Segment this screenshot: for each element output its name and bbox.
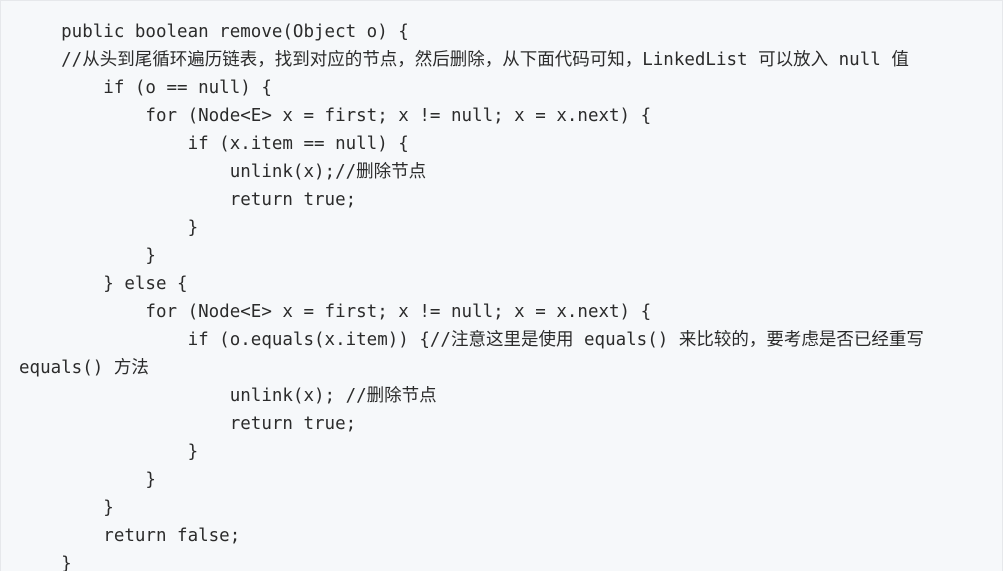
code-line: }	[19, 442, 199, 462]
code-line: if (x.item == null) {	[19, 134, 409, 154]
code-line: equals() 方法	[19, 358, 149, 378]
code-line: return false;	[19, 526, 241, 546]
code-line: //从头到尾循环遍历链表，找到对应的节点，然后删除，从下面代码可知，Linked…	[19, 50, 909, 70]
code-line: return true;	[19, 414, 357, 434]
code-line: } else {	[19, 274, 188, 294]
code-line: if (o.equals(x.item)) {//注意这里是使用 equals(…	[19, 330, 924, 350]
code-line: unlink(x);//删除节点	[19, 162, 427, 182]
code-line: }	[19, 554, 72, 571]
code-line: for (Node<E> x = first; x != null; x = x…	[19, 302, 652, 322]
code-line: unlink(x); //删除节点	[19, 386, 437, 406]
code-line: for (Node<E> x = first; x != null; x = x…	[19, 106, 652, 126]
code-line: }	[19, 470, 156, 490]
code-line: }	[19, 498, 114, 518]
code-line: return true;	[19, 190, 357, 210]
code-line: }	[19, 246, 156, 266]
code-line: if (o == null) {	[19, 78, 272, 98]
code-line: }	[19, 218, 199, 238]
code-line: public boolean remove(Object o) {	[19, 22, 409, 42]
